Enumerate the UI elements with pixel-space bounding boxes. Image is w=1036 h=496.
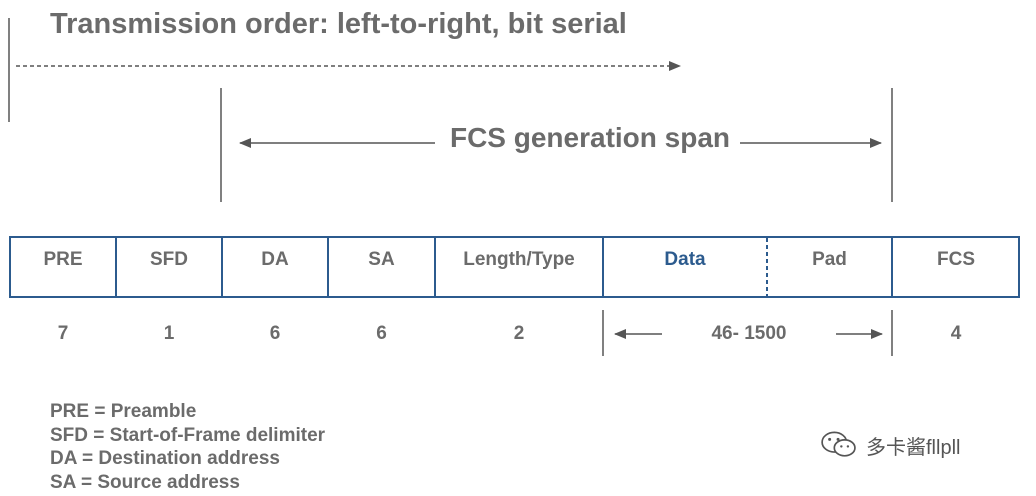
size-da: 6 [269, 323, 281, 344]
field-length-type: Length/Type [463, 249, 575, 270]
size-data-pad: 46- 1500 [711, 323, 787, 344]
size-length-type: 2 [513, 323, 525, 344]
field-da: DA [261, 249, 289, 270]
transmission-order-title: Transmission order: left-to-right, bit s… [50, 8, 627, 40]
wechat-icon [821, 431, 856, 457]
field-pad: Pad [812, 249, 847, 270]
size-fcs: 4 [950, 323, 962, 344]
legend-item-pre: PRE = Preamble [50, 401, 197, 422]
field-data: Data [664, 249, 706, 270]
size-sa: 6 [376, 323, 387, 344]
legend-item-sa: SA = Source address [50, 471, 240, 493]
watermark-text: 多卡酱fllpll [866, 436, 961, 459]
fcs-span-label: FCS generation span [449, 122, 731, 153]
field-pre: PRE [43, 249, 83, 270]
size-sfd: 1 [163, 323, 175, 344]
field-sfd: SFD [150, 249, 188, 270]
legend: PRE = Preamble SFD = Start-of-Frame deli… [50, 400, 325, 494]
field-sa: SA [368, 249, 395, 270]
legend-item-da: DA = Destination address [50, 448, 280, 469]
field-fcs: FCS [937, 249, 975, 270]
legend-item-sfd: SFD = Start-of-Frame delimiter [50, 424, 326, 446]
watermark: 多卡酱fllpll [820, 430, 960, 460]
frame-box [9, 236, 1020, 298]
size-pre: 7 [57, 323, 69, 344]
